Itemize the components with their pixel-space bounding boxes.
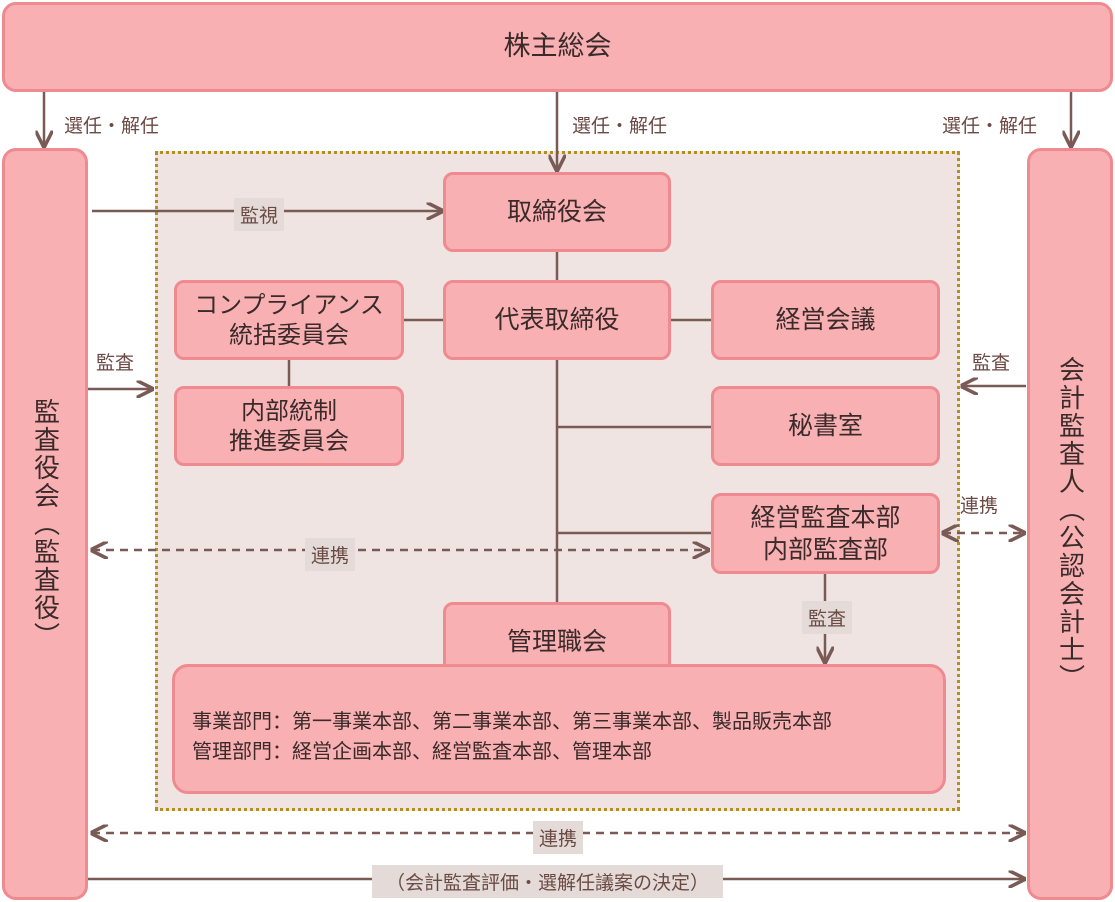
auditors-box: 監査役会（監査役） [2, 148, 88, 900]
shareholders-box: 株主総会 [2, 2, 1113, 92]
audit-hq-box: 経営監査本部 内部監査部 [711, 493, 940, 574]
board-label: 取締役会 [506, 197, 607, 227]
accounting-auditor-label: 会計監査人（公認会計士） [1054, 356, 1085, 692]
internal-control-box: 内部統制 推進委員会 [174, 386, 404, 466]
coop-label-bottom: 連携 [533, 821, 584, 854]
elect-label-center: 選任・解任 [572, 115, 668, 137]
oversight-label: 監視 [234, 198, 285, 231]
secretary-label: 秘書室 [787, 411, 863, 441]
departments-text: 事業部門：第一事業本部、第二事業本部、第三事業本部、製品販売本部 管理部門：経営… [192, 706, 832, 766]
admin-departments: 管理部門：経営企画本部、経営監査本部、管理本部 [192, 739, 652, 763]
elect-label-left: 選任・解任 [64, 115, 160, 137]
coop-label-right: 連携 [960, 495, 999, 517]
secretary-box: 秘書室 [711, 386, 940, 466]
audit-label-left: 監査 [96, 352, 135, 374]
managers-meeting-label: 管理職会 [506, 627, 607, 657]
auditors-label: 監査役会（監査役） [29, 398, 60, 650]
president-label: 代表取締役 [494, 305, 620, 335]
evaluation-label: （会計監査評価・選解任議案の決定） [372, 865, 724, 898]
elect-label-right: 選任・解任 [942, 115, 1038, 137]
shareholders-label: 株主総会 [503, 31, 612, 63]
board-box: 取締役会 [443, 172, 671, 252]
audit-label-right: 監査 [972, 352, 1011, 374]
business-departments: 事業部門：第一事業本部、第二事業本部、第三事業本部、製品販売本部 [192, 709, 832, 733]
compliance-label: コンプライアンス 統括委員会 [194, 291, 384, 349]
audit-label-internal: 監査 [802, 601, 853, 634]
departments-box [172, 664, 946, 794]
management-meeting-box: 経営会議 [711, 280, 940, 360]
internal-control-label: 内部統制 推進委員会 [229, 397, 349, 455]
audit-hq-label: 経営監査本部 内部監査部 [750, 503, 901, 564]
accounting-auditor-box: 会計監査人（公認会計士） [1027, 148, 1113, 900]
management-meeting-label: 経営会議 [775, 305, 876, 335]
coop-label-left: 連携 [305, 538, 356, 571]
president-box: 代表取締役 [443, 280, 671, 360]
compliance-box: コンプライアンス 統括委員会 [174, 280, 404, 360]
